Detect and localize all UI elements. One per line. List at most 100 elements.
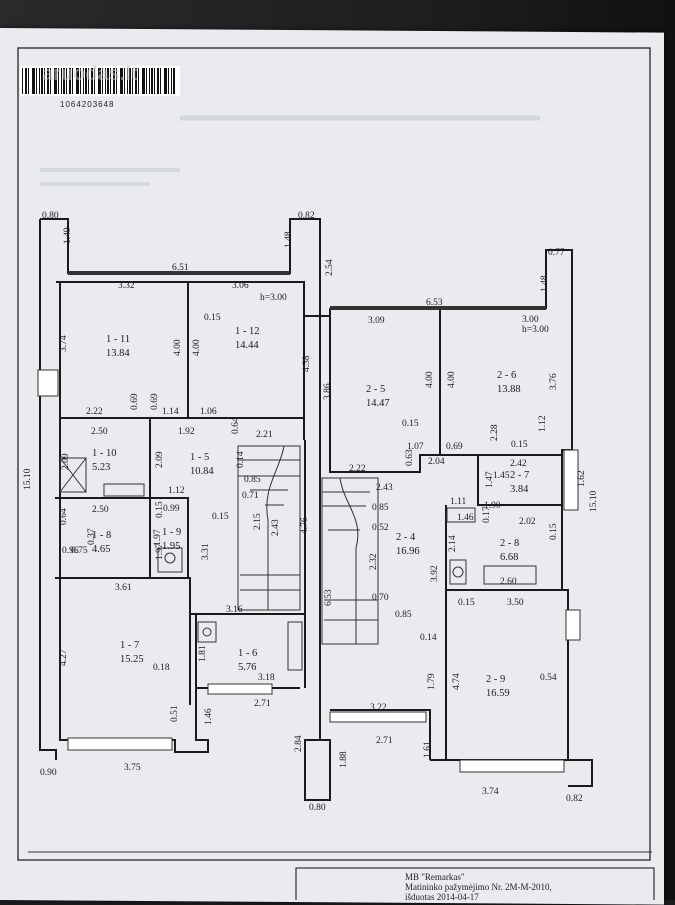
dimension-label: 2.84	[294, 735, 304, 752]
dimension-label: 1.45	[493, 471, 510, 481]
dimension-label: 15.10	[589, 490, 599, 512]
barcode-number: 1064203648	[60, 100, 115, 109]
dimension-label: 3.74	[59, 335, 69, 352]
dimension-label: 3.75	[124, 763, 141, 773]
dimension-label: 0.82	[298, 211, 315, 221]
dimension-label: 0.18	[153, 663, 170, 673]
dimension-label: 4.00	[173, 339, 183, 356]
barcode-bar	[28, 68, 29, 94]
barcode-bar	[142, 68, 145, 94]
room-area: 6.68	[500, 552, 518, 563]
dimension-label: 1.48	[284, 231, 294, 248]
room-area: 5.23	[92, 462, 110, 473]
dimension-label: 2.15	[253, 513, 263, 530]
staircase-left	[237, 445, 301, 611]
dimension-label: 0.15	[155, 501, 165, 518]
dimension-label: 1.97	[155, 543, 165, 560]
room-labels: 1 - 11 13.84 1 - 12 14.44 1 - 10 5.23 1 …	[92, 293, 549, 699]
room-id: 1 - 9	[162, 527, 181, 538]
room-area: 5.76	[238, 662, 256, 673]
barcode-bar	[85, 68, 87, 94]
barcode	[20, 66, 180, 96]
dimension-label: 4.00	[447, 371, 457, 388]
dimension-label: 6.51	[172, 263, 189, 273]
barcode-bar	[151, 68, 153, 94]
barcode-bar	[146, 68, 147, 94]
dimension-label: 4.00	[425, 371, 435, 388]
dimension-label: 3.32	[118, 281, 135, 291]
barcode-bar	[66, 68, 67, 94]
dimension-label: 4.76	[300, 517, 310, 534]
dimension-label: 2.32	[369, 553, 379, 570]
barcode-bar	[135, 68, 137, 94]
room-id: 2 - 8	[500, 538, 519, 549]
dimension-label: 2.43	[376, 483, 393, 493]
barcode-bar	[22, 68, 23, 94]
dimension-label: 1.49	[63, 227, 73, 244]
dimension-label: 0.52	[372, 523, 389, 533]
barcode-bar	[138, 68, 139, 94]
dimension-label: 1.81	[198, 645, 208, 662]
dimension-label: 2.43	[271, 519, 281, 536]
dimension-label: 2.09	[61, 453, 71, 470]
room-id: 1 - 8	[92, 530, 111, 541]
room-area: 16.96	[396, 546, 420, 557]
dimension-label: 2.71	[254, 699, 271, 709]
dimension-label: 4.00	[192, 339, 202, 356]
dimension-label: 2.50	[91, 427, 108, 437]
dimension-label: 2.21	[256, 430, 273, 440]
room-area: 4.65	[92, 544, 110, 555]
barcode-bar	[88, 68, 89, 94]
dimension-label: 0.90	[40, 768, 57, 778]
dimension-label: 3.31	[201, 543, 211, 560]
room-id: 1 - 6	[238, 648, 257, 659]
barcode-bar	[44, 68, 45, 94]
dimension-label: 4.27	[59, 649, 69, 666]
barcode-bar	[113, 68, 115, 94]
dimension-label: 2.60	[500, 577, 517, 587]
room-area: 15.25	[120, 654, 144, 665]
room-area: 3.84	[510, 484, 529, 495]
barcode-bar	[58, 68, 59, 94]
dimension-label: 0.69	[130, 393, 140, 410]
room-area: 1.95	[162, 541, 180, 552]
dimension-label: 1.88	[339, 751, 349, 768]
dimension-label: 2.22	[86, 407, 103, 417]
dimension-label: 0.14	[420, 633, 437, 643]
room-area: 13.84	[106, 348, 130, 359]
barcode-bar	[32, 68, 35, 94]
room-id: 2 - 9	[486, 674, 505, 685]
barcode-bar	[132, 68, 133, 94]
dimension-label: 4.38	[302, 355, 312, 372]
dimension-label: 0.75	[71, 546, 88, 556]
dimension-label: 1.90	[484, 501, 501, 511]
dimension-label: 1.61	[423, 741, 433, 758]
load-bearing-walls	[68, 271, 546, 310]
room-id: 2 - 4	[396, 532, 416, 543]
dimension-label: 1.47	[485, 471, 495, 488]
dimension-label: 0.85	[244, 475, 261, 485]
dimension-label: 0.15	[212, 512, 229, 522]
barcode-bar	[25, 68, 27, 94]
dimension-label: 2.71	[376, 736, 393, 746]
barcode-bar	[41, 68, 43, 94]
room-area: 10.84	[190, 466, 214, 477]
dimension-label: 0.54	[540, 673, 557, 683]
barcode-bar	[129, 68, 131, 94]
dimension-label: 6.53	[426, 298, 443, 308]
dimension-label: 1.62	[577, 470, 587, 487]
dimension-label: 0.15	[458, 598, 475, 608]
stamp-certificate: Matininko pažymėjimo Nr. 2M-M-2010,	[405, 882, 552, 892]
barcode-bar	[127, 68, 128, 94]
room-id: 1 - 12	[235, 326, 260, 337]
fixtures	[59, 457, 537, 671]
watermark-logo: aruodas.lt	[42, 63, 138, 85]
room-area: 13.88	[497, 384, 521, 395]
dimension-label: 3.50	[507, 598, 524, 608]
barcode-bar	[110, 68, 111, 94]
barcode-bar	[61, 68, 62, 94]
barcode-bar	[63, 68, 65, 94]
barcode-bar	[107, 68, 109, 94]
barcode-bar	[80, 68, 81, 94]
